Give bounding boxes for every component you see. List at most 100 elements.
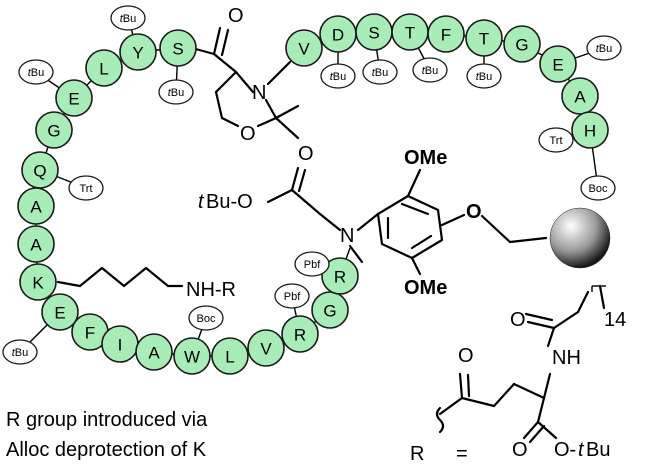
residue-circle (19, 263, 57, 301)
ester-t-label: t (198, 191, 205, 213)
residue-bead: T (465, 19, 503, 57)
residue-bead: T (391, 13, 429, 51)
residue-bead: I (101, 325, 139, 363)
residue-letter: A (574, 88, 586, 107)
ome-bottom-label: OMe (404, 277, 447, 299)
o-tbu-t-label: t (578, 439, 585, 461)
residue-circle (119, 33, 157, 71)
ome-top-label: OMe (404, 147, 447, 169)
residue-circle (35, 111, 73, 149)
protecting-group-boc: Boc (580, 175, 616, 201)
residue-bead: D (319, 15, 357, 53)
residue-letter: T (479, 30, 489, 49)
residue-letter: L (99, 60, 108, 79)
protecting-group-tbu: tBu (466, 63, 502, 89)
residue-circle (561, 77, 599, 115)
protecting-group-label: tBu (12, 347, 29, 359)
protecting-group-ellipse (2, 339, 38, 365)
residue-circle (211, 337, 249, 375)
protecting-group-label: tBu (372, 67, 389, 79)
ester-carbonyl-oxygen-label: O (298, 143, 314, 165)
residue-letter: S (172, 40, 183, 59)
protecting-group-ellipse (158, 79, 194, 105)
residue-letter: Q (33, 162, 46, 181)
protecting-group-tbu: tBu (586, 35, 622, 61)
protecting-group-tbu: tBu (18, 59, 54, 85)
residue-circle (55, 79, 93, 117)
protecting-group-tbu: tBu (2, 339, 38, 365)
ether-oxygen-label: O (466, 201, 482, 223)
protecting-group-ellipse (466, 63, 502, 89)
residue-letter: W (184, 348, 200, 367)
r-amide-oxygen-label: O (510, 309, 526, 331)
residue-letter: G (47, 122, 60, 141)
r-symbol-label: R (410, 443, 424, 465)
caption-line-1: R group introduced via (6, 409, 208, 431)
residue-bead: W (173, 337, 211, 375)
o-prefix-label: O- (554, 439, 576, 461)
protecting-group-tbu: tBu (362, 59, 398, 85)
residue-letter: E (54, 304, 65, 323)
residue-circle (503, 25, 541, 63)
protecting-group-label: tBu (422, 65, 439, 77)
residue-circle (17, 225, 55, 263)
residue-letter: I (118, 336, 123, 355)
residue-bead: G (503, 25, 541, 63)
protecting-group-tbu: tBu (320, 63, 356, 89)
protecting-group-tbu: tBu (158, 79, 194, 105)
attachment-wavy-bond (435, 406, 445, 434)
residue-bead: Q (21, 151, 59, 189)
residue-bead: G (311, 291, 349, 329)
protecting-group-ellipse (412, 57, 448, 83)
subscript-14-label: 14 (604, 309, 626, 331)
residue-letter: A (148, 344, 160, 363)
residue-bead: E (539, 45, 577, 83)
oxazolidine-oxygen-label: O (240, 123, 256, 145)
residue-circle (465, 19, 503, 57)
residue-letter: F (85, 324, 95, 343)
protecting-group-ellipse (68, 175, 104, 201)
residue-letter: F (441, 26, 451, 45)
protecting-group-label: tBu (596, 43, 613, 55)
protecting-group-ellipse (580, 175, 616, 201)
residue-letter: R (294, 326, 306, 345)
residue-letter: D (332, 26, 344, 45)
residue-circle (571, 111, 609, 149)
protecting-group-label: Pbf (304, 259, 321, 271)
residue-letter: H (584, 122, 596, 141)
residue-bead: A (17, 225, 55, 263)
residue-letter: A (30, 236, 42, 255)
r-nh-label: NH (552, 347, 581, 369)
r-ketone-oxygen-label: O (458, 345, 474, 367)
protecting-group-label: Trt (79, 183, 92, 195)
residue-letter: R (334, 268, 346, 287)
residue-bead: F (427, 15, 465, 53)
residue-letter: E (68, 90, 79, 109)
protecting-group-tbu: tBu (110, 5, 146, 31)
residue-bead: L (85, 49, 123, 87)
residue-circle (159, 29, 197, 67)
residue-circle (85, 49, 123, 87)
residue-circle (321, 257, 359, 295)
residue-bead: G (35, 111, 73, 149)
residue-bead: L (211, 337, 249, 375)
r-group-structure: O NH O 14 O O- t Bu R = (410, 284, 626, 465)
protecting-group-pbf: Pbf (294, 251, 330, 277)
residue-bead: R (281, 315, 319, 353)
linker-nitrogen-label: N (340, 225, 354, 247)
backbone-linker-structure: t Bu-O O N OMe OMe O (198, 143, 611, 299)
residue-bead: A (561, 77, 599, 115)
residue-circle (285, 29, 323, 67)
residue-circle (135, 333, 173, 371)
residue-letter: L (225, 348, 234, 367)
residue-letter: T (405, 24, 415, 43)
o-tbu-bu-label: Bu (586, 439, 610, 461)
protecting-group-label: Boc (589, 183, 608, 195)
equals-label: = (456, 443, 468, 465)
residue-circle (311, 291, 349, 329)
residue-bead: S (159, 29, 197, 67)
pseudoproline-structure: O N O (190, 5, 300, 145)
residue-letter: K (32, 274, 44, 293)
